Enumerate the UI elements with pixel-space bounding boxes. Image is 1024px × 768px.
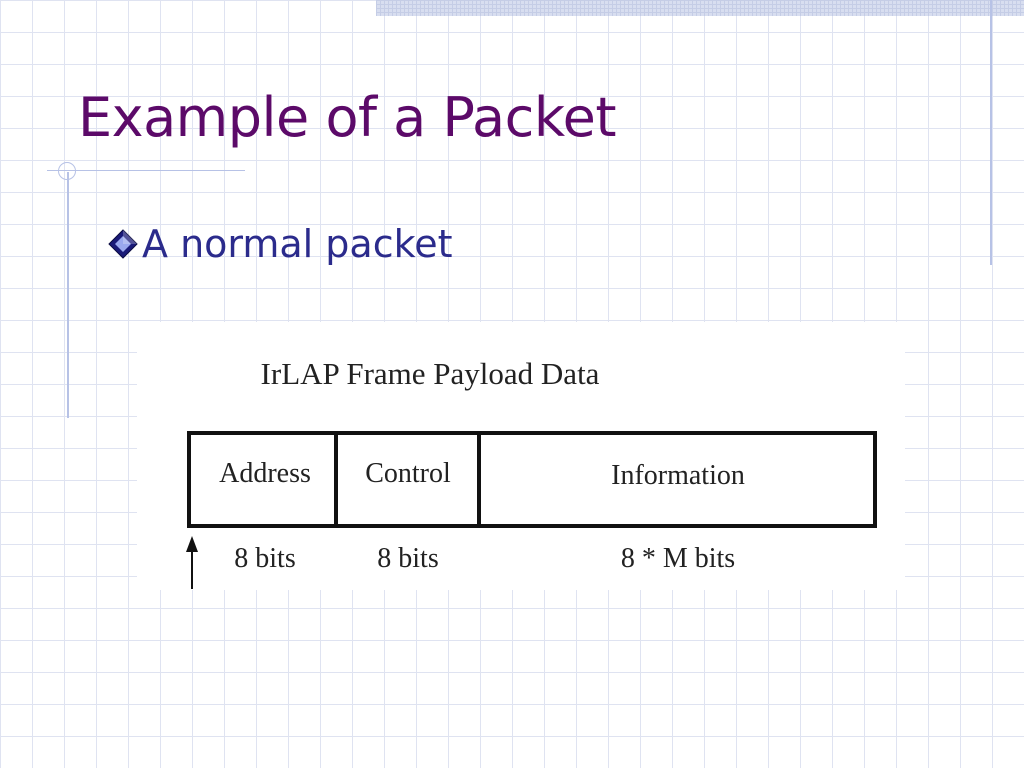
field-label-information: Information <box>611 460 745 491</box>
slide-title: Example of a Packet <box>78 86 617 149</box>
left-decor-rule <box>67 172 69 418</box>
field-size-address: 8 bits <box>234 543 295 574</box>
field-label-control: Control <box>365 458 451 489</box>
title-underline-rule <box>47 170 245 171</box>
frame-outline <box>187 431 877 528</box>
bullet-text: A normal packet <box>142 222 453 266</box>
diamond-bullet-icon <box>108 229 138 259</box>
frame-diagram: IrLAP Frame Payload Data Address Control… <box>186 356 877 589</box>
header-pattern-band <box>376 0 1024 16</box>
bullet-item: A normal packet <box>106 222 453 266</box>
diagram-caption: IrLAP Frame Payload Data <box>261 356 600 391</box>
packet-figure: IrLAP Frame Payload Data Address Control… <box>137 322 905 590</box>
start-arrow-head <box>186 536 198 552</box>
corner-circle-ornament <box>58 162 76 180</box>
field-label-address: Address <box>219 458 311 489</box>
right-decor-rule <box>990 0 992 265</box>
field-size-information: 8 * M bits <box>621 543 735 574</box>
field-size-control: 8 bits <box>377 543 438 574</box>
